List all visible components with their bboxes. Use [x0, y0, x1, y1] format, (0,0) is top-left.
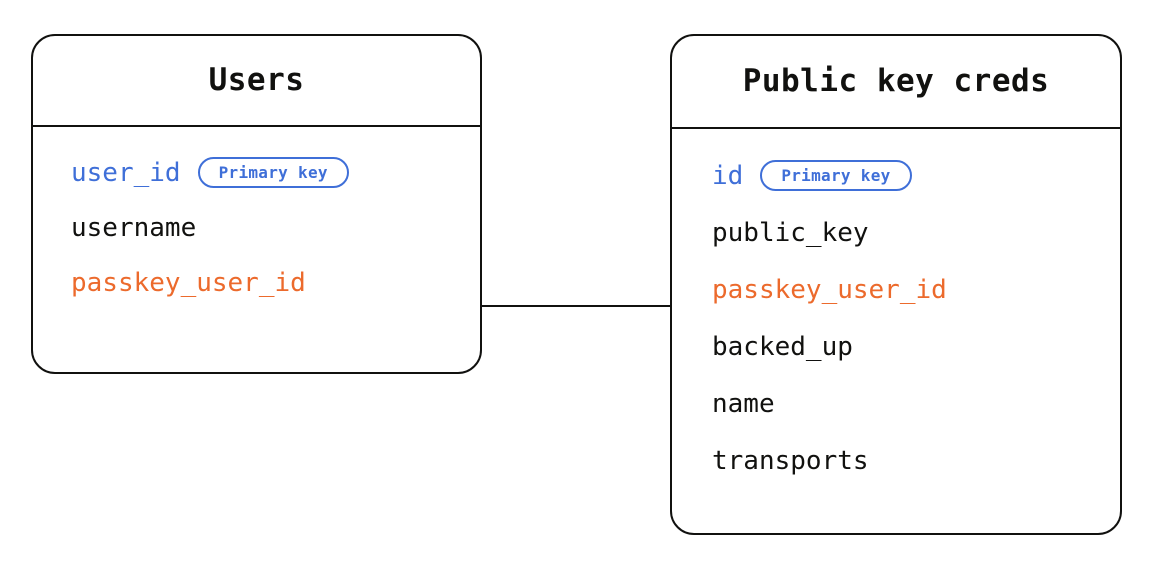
primary-key-badge: Primary key: [197, 157, 349, 188]
field-row-passkey-user-id[interactable]: passkey_user_id: [33, 255, 480, 310]
field-row-user-id[interactable]: user_id Primary key: [33, 145, 480, 200]
field-name-name: name: [712, 388, 775, 419]
entity-card-users[interactable]: Users user_id Primary key username passk…: [31, 34, 482, 374]
relationship-line-users-public-key-creds: [482, 305, 672, 307]
field-row-id[interactable]: id Primary key: [672, 147, 1120, 204]
field-name-transports: transports: [712, 445, 869, 476]
field-name-passkey-user-id: passkey_user_id: [71, 267, 306, 298]
entity-header-public-key-creds: Public key creds: [672, 36, 1120, 129]
field-row-username[interactable]: username: [33, 200, 480, 255]
field-row-public-key[interactable]: public_key: [672, 204, 1120, 261]
field-name-username: username: [71, 212, 197, 243]
entity-card-public-key-creds[interactable]: Public key creds id Primary key public_k…: [670, 34, 1122, 535]
field-name-id: id: [712, 160, 744, 191]
entity-header-users: Users: [33, 36, 480, 127]
entity-title-public-key-creds: Public key creds: [742, 63, 1050, 99]
entity-field-list-public-key-creds: id Primary key public_key passkey_user_i…: [672, 129, 1120, 489]
field-name-public-key: public_key: [712, 217, 869, 248]
entity-field-list-users: user_id Primary key username passkey_use…: [33, 127, 480, 310]
primary-key-badge: Primary key: [760, 160, 912, 191]
field-name-user-id: user_id: [71, 157, 181, 188]
field-row-passkey-user-id[interactable]: passkey_user_id: [672, 261, 1120, 318]
entity-title-users: Users: [208, 62, 305, 98]
field-row-name[interactable]: name: [672, 375, 1120, 432]
field-row-backed-up[interactable]: backed_up: [672, 318, 1120, 375]
field-row-transports[interactable]: transports: [672, 432, 1120, 489]
field-name-passkey-user-id: passkey_user_id: [712, 274, 947, 305]
field-name-backed-up: backed_up: [712, 331, 853, 362]
